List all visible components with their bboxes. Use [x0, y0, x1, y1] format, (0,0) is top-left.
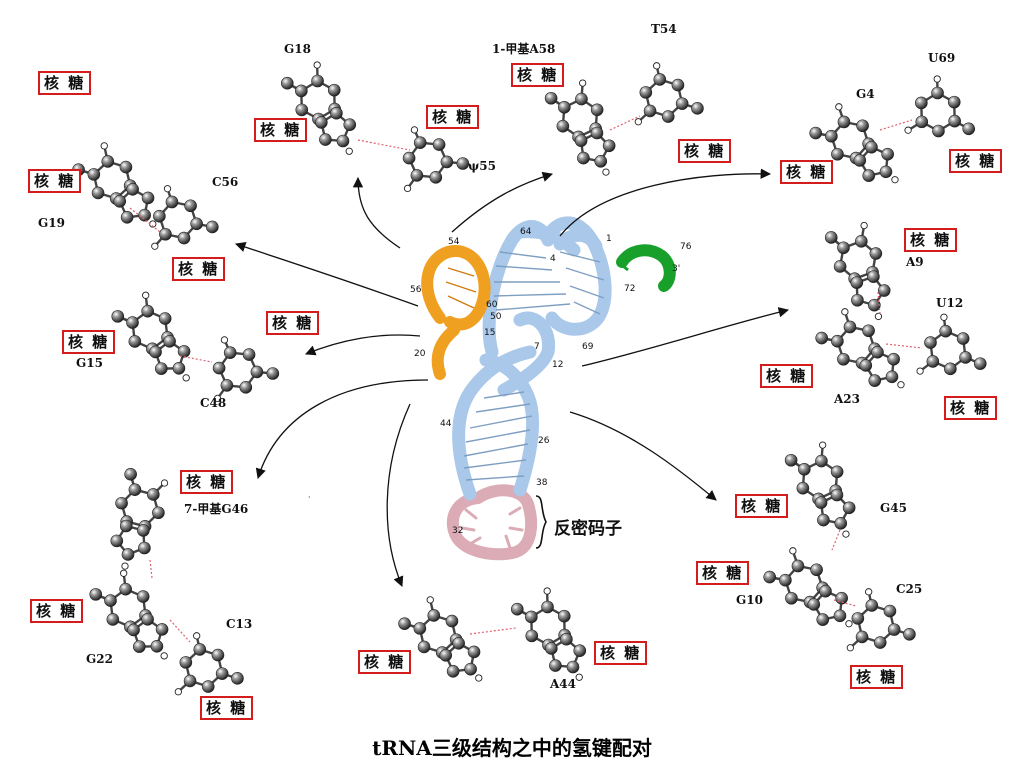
trna-number: 50 — [490, 312, 502, 322]
label-u12: U12 — [936, 296, 964, 310]
trna-number: 76 — [680, 242, 692, 252]
label-g45: G45 — [880, 501, 907, 515]
ribose-label: 核 糖 — [30, 599, 84, 623]
trna-number: 54 — [448, 237, 460, 247]
arrow-to-g45 — [569, 411, 717, 501]
trna-number: 32 — [452, 526, 464, 536]
ribose-label: 核 糖 — [944, 396, 998, 420]
anticodon-brace — [535, 495, 547, 549]
acceptor-3prime-end — [616, 244, 676, 292]
label-m7g46: 7-甲基G46 — [184, 502, 249, 516]
label-a23: A23 — [834, 392, 861, 406]
label-a9: A9 — [906, 255, 924, 269]
ribose-label: 核 糖 — [850, 665, 904, 689]
label-g10: G10 — [736, 593, 763, 607]
trna-number: 3' — [672, 264, 681, 274]
trna-number: 7 — [534, 342, 540, 352]
ribose-label: 核 糖 — [62, 330, 116, 354]
trna-number: 64 — [520, 227, 532, 237]
label-g22: G22 — [86, 652, 113, 666]
figure-caption: tRNA三级结构之中的氢键配对 — [372, 736, 652, 760]
trna-number: 12 — [552, 360, 564, 370]
ribose-label: 核 糖 — [760, 364, 814, 388]
arrow-to-c56 — [235, 242, 419, 307]
ribose-label: 核 糖 — [904, 228, 958, 252]
trna-number: 4 — [550, 254, 556, 264]
trna-number: 20 — [414, 349, 426, 359]
ribose-label: 核 糖 — [678, 139, 732, 163]
ribose-label: 核 糖 — [266, 311, 320, 335]
ribose-label: 核 糖 — [511, 63, 565, 87]
trna-number: 44 — [440, 419, 452, 429]
trna-number: 56 — [410, 285, 422, 295]
trna-number: 60 — [486, 300, 498, 310]
arrow-to-a58 — [451, 171, 553, 233]
label-c13: C13 — [226, 617, 253, 631]
label-c48: C48 — [200, 396, 227, 410]
ribose-label: 核 糖 — [949, 149, 1003, 173]
arrow-to-g15 — [305, 334, 421, 356]
label-psi55: ψ55 — [468, 159, 496, 173]
label-u69: U69 — [928, 51, 956, 65]
label-g4: G4 — [856, 87, 875, 101]
label-c25: C25 — [896, 582, 923, 596]
label-t54: T54 — [651, 22, 677, 36]
trna-number: 15 — [484, 328, 496, 338]
trna-number: 69 — [582, 342, 594, 352]
trna-number: 1 — [606, 234, 612, 244]
label-g15: G15 — [76, 356, 103, 370]
ribose-label: 核 糖 — [358, 650, 412, 674]
ribose-label: 核 糖 — [38, 71, 92, 95]
anticodon-label: 反密码子 — [554, 519, 622, 539]
trna-number: 38 — [536, 478, 548, 488]
arrow-to-u69 — [559, 168, 772, 237]
trna-number: 26 — [538, 436, 550, 446]
arrow-to-a44 — [386, 403, 411, 587]
ribose-label: 核 糖 — [696, 561, 750, 585]
trna-number: 72 — [624, 284, 636, 294]
ribose-label: 核 糖 — [254, 118, 308, 142]
arrow-to-g46 — [255, 379, 429, 479]
molecules — [72, 61, 987, 696]
label-g18: G18 — [284, 42, 311, 56]
ribose-label: 核 糖 — [172, 257, 226, 281]
arrow-to-g18 — [352, 176, 401, 249]
ribose-label: 核 糖 — [200, 696, 254, 720]
stray-dot: · — [308, 493, 311, 502]
label-m1a58: 1-甲基A58 — [492, 42, 556, 56]
ribose-label: 核 糖 — [735, 494, 789, 518]
trna-structure — [421, 216, 676, 561]
ribose-label: 核 糖 — [594, 641, 648, 665]
ribose-label: 核 糖 — [426, 105, 480, 129]
ribose-label: 核 糖 — [180, 470, 234, 494]
label-g19: G19 — [38, 216, 65, 230]
label-c56: C56 — [212, 175, 239, 189]
ribose-label: 核 糖 — [780, 160, 834, 184]
arrow-to-a9 — [581, 307, 790, 367]
ribose-label: 核 糖 — [28, 169, 82, 193]
anticodon-loop — [446, 484, 538, 561]
label-a44: A44 — [550, 677, 577, 691]
